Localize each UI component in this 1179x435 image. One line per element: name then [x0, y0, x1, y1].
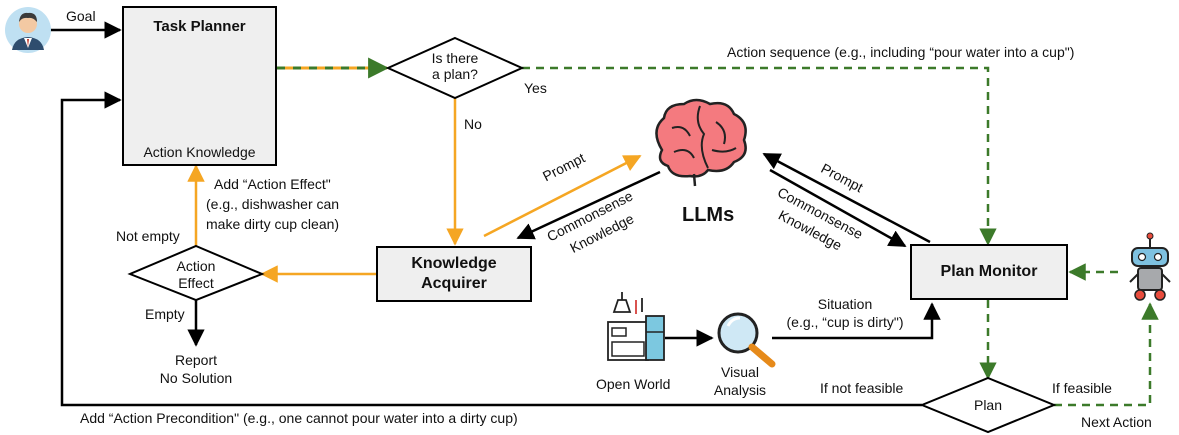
precondition-feedback-arrow: [60, 91, 922, 407]
situation-line2: (e.g., “cup is dirty"): [786, 314, 904, 330]
situation-arrow: [772, 302, 941, 340]
situation-line1: Situation: [817, 296, 873, 312]
add-action-effect-line2: (e.g., dishwasher can: [206, 196, 340, 212]
not-empty-label: Not empty: [116, 228, 180, 244]
commonsense-right-arrow: [769, 168, 907, 248]
next-action-label: Next Action: [1081, 414, 1152, 430]
if-not-feasible-label: If not feasible: [820, 380, 904, 396]
task-planner-box: [122, 6, 277, 166]
kitchen-icon: [607, 292, 665, 361]
plan-monitor-label: Plan Monitor: [940, 263, 1038, 280]
knowledge-acquirer-line2: Acquirer: [421, 275, 487, 292]
action-sequence-arrow: [522, 66, 997, 246]
empty-label: Empty: [145, 306, 185, 322]
task-planner-title: Task Planner: [153, 18, 246, 35]
add-action-precondition-label: Add “Action Precondition" (e.g., one can…: [80, 410, 518, 426]
knowledge-acquirer-line1: Knowledge: [411, 255, 497, 272]
add-action-effect-line3: make dirty cup clean): [206, 216, 340, 232]
plan-diamond: [919, 376, 1057, 434]
prompt-left-arrow: [483, 154, 642, 238]
llms-label: LLMs: [682, 204, 735, 226]
yes-label: Yes: [524, 80, 547, 96]
robot-icon: [1129, 232, 1171, 301]
action-sequence-label: Action sequence (e.g., including “pour w…: [727, 44, 1075, 60]
is-there-a-plan-line1: Is there: [431, 50, 479, 66]
if-feasible-label: If feasible: [1052, 380, 1112, 396]
knowledge-acquirer-box: [376, 246, 532, 302]
add-action-effect-line1: Add “Action Effect": [214, 176, 331, 192]
action-effect-line2: Effect: [178, 275, 214, 291]
report-line2: No Solution: [159, 370, 233, 386]
prompt-right-arrow: [762, 152, 931, 244]
goal-label: Goal: [66, 8, 96, 24]
is-there-a-plan-diamond: [385, 36, 525, 100]
action-knowledge-label: Action Knowledge: [143, 144, 256, 160]
plan-label: Plan: [973, 397, 1003, 413]
visual-analysis-line1: Visual: [721, 364, 759, 380]
plan-monitor-box: [910, 244, 1068, 300]
action-effect-line1: Action: [176, 258, 216, 274]
commonsense-left-arrow: [516, 170, 661, 240]
visual-analysis-line2: Analysis: [713, 382, 767, 398]
open-world-label: Open World: [596, 376, 671, 392]
magnifier-icon: [717, 312, 776, 368]
feasible-arrow: [1054, 302, 1159, 407]
report-line1: Report: [174, 352, 218, 368]
user-avatar-icon: [5, 7, 51, 53]
action-effect-diamond: [127, 244, 265, 302]
no-label: No: [464, 116, 482, 132]
is-there-a-plan-line2: a plan?: [432, 66, 478, 82]
llm-brain-icon: [655, 98, 747, 187]
